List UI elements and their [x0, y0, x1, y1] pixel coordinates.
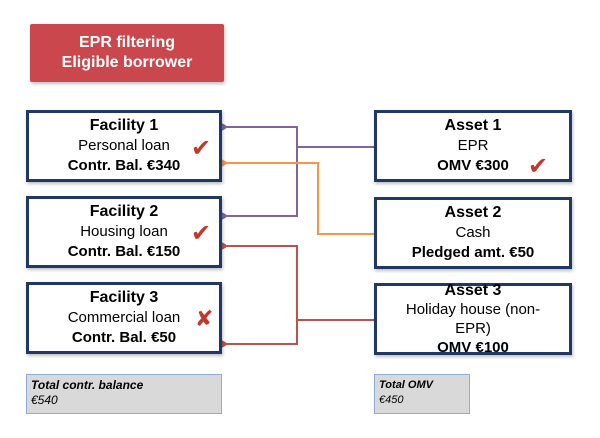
title-line-1: EPR filtering — [78, 34, 175, 51]
diagram-title: EPR filtering Eligible borrower — [30, 24, 224, 82]
link-asset1-facility2 — [224, 147, 298, 216]
total-contract-balance-value: €540 — [31, 393, 58, 407]
facility-2-check-icon: ✔ — [191, 220, 212, 247]
facility-1-check-icon: ✔ — [191, 135, 212, 162]
total-omv-box: Total OMV €450 — [374, 374, 470, 414]
facility-2-type: Housing loan — [80, 223, 168, 240]
link-asset2-facility1 — [224, 163, 374, 235]
facility-2-name: Facility 2 — [89, 203, 159, 220]
asset-2-name: Asset 2 — [444, 204, 502, 221]
total-omv-label: Total OMV — [379, 379, 433, 391]
link-asset3-facility3 — [224, 320, 298, 344]
facility-3-cross-icon: ✘ — [195, 306, 214, 331]
asset-1-check-icon: ✔ — [528, 153, 549, 180]
asset-3-type: Holiday house (non-EPR) — [405, 301, 541, 337]
total-omv-value: €450 — [379, 394, 404, 406]
facility-1-name: Facility 1 — [89, 117, 159, 134]
asset-3-box: Asset 3 Holiday house (non-EPR) OMV €100 — [374, 282, 572, 356]
facility-3-name: Facility 3 — [89, 289, 159, 306]
facility-1-type: Personal loan — [78, 137, 170, 154]
asset-1-type: EPR — [457, 137, 489, 154]
facility-1-balance: Contr. Bal. €340 — [67, 157, 181, 174]
asset-1-box: Asset 1 EPR OMV €300 — [374, 110, 572, 182]
total-contract-balance-label: Total contr. balance — [31, 378, 144, 392]
asset-2-value: Pledged amt. €50 — [411, 244, 535, 261]
asset-2-type: Cash — [455, 224, 491, 241]
facility-2-balance: Contr. Bal. €150 — [67, 243, 181, 260]
asset-1-name: Asset 1 — [444, 117, 502, 134]
title-line-2: Eligible borrower — [61, 54, 193, 71]
asset-2-box: Asset 2 Cash Pledged amt. €50 — [374, 197, 572, 269]
total-contract-balance-box: Total contr. balance €540 — [26, 374, 222, 414]
facility-2-box: Facility 2 Housing loan Contr. Bal. €150 — [26, 196, 222, 268]
facility-3-balance: Contr. Bal. €50 — [71, 329, 177, 346]
facility-1-box: Facility 1 Personal loan Contr. Bal. €34… — [26, 110, 222, 182]
asset-1-value: OMV €300 — [437, 157, 509, 174]
facility-3-box: Facility 3 Commercial loan Contr. Bal. €… — [26, 282, 222, 354]
link-asset3-facility2 — [224, 246, 374, 321]
asset-3-value: OMV €100 — [437, 339, 509, 356]
facility-3-type: Commercial loan — [67, 309, 181, 326]
link-asset1-facility1 — [224, 127, 374, 148]
asset-3-name: Asset 3 — [444, 282, 502, 299]
